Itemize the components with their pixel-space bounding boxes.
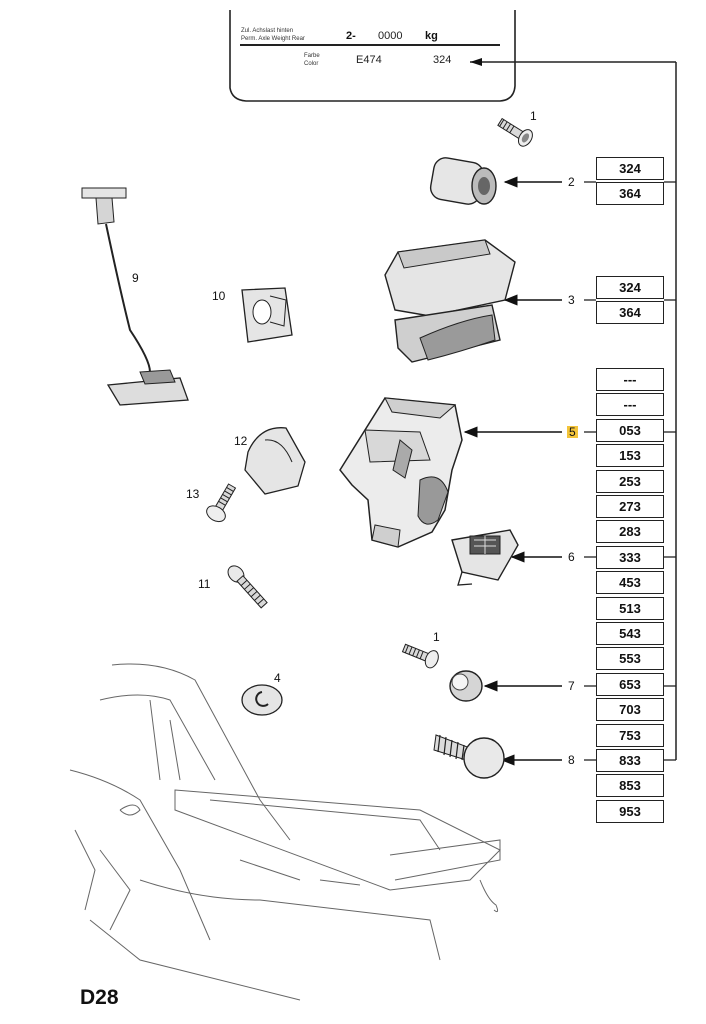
part-7-plug [449,670,483,702]
paint-plate-outline [229,10,516,102]
callout-11: 11 [198,577,211,591]
part-5-holder [339,397,463,548]
part-1-screw [497,117,533,147]
paint-code-cell: 453 [596,571,664,595]
paint-code-cell: --- [596,368,664,391]
callout-4: 4 [274,671,281,685]
paint-code-cell: 153 [596,444,664,468]
paint-code-cell: 053 [596,418,664,442]
part-3-cover [384,239,516,363]
paint-code-cell: 364 [596,301,664,325]
paint-code-cell: 364 [596,182,664,206]
sheet-label: D28 [80,986,119,1009]
callout-10: 10 [212,289,226,303]
paint-code-cell: 513 [596,596,664,620]
callout-3: 3 [568,293,575,307]
paint-code-cell: 543 [596,622,664,645]
plate-line1: Zul. Achslast hinten [241,28,294,34]
trunk-illustration [69,663,501,1001]
callout-13: 13 [186,487,200,501]
part-13-screw [206,483,237,523]
paint-code-cell: 253 [596,469,664,493]
part-6-clip [451,529,519,586]
callout-8: 8 [568,753,575,767]
paint-code-cell: 753 [596,723,664,747]
paint-code-cell: 553 [596,647,664,671]
plate-weight-value: 0000 [378,30,403,42]
paint-code-cell: 833 [596,749,664,772]
callout-12: 12 [234,434,248,448]
plate-paint-number: 324 [433,54,452,66]
plate-weight-unit: kg [425,30,438,42]
callout-1-lower: 1 [433,630,440,644]
paint-code-cell: 324 [596,157,664,180]
callout-5: 5 [567,425,578,439]
plate-weight-prefix: 2- [346,30,356,42]
paint-code-cell: 333 [596,545,664,569]
paint-code-cell: --- [596,393,664,417]
part-8-rivet [433,734,505,779]
callout-7: 7 [568,679,575,693]
paint-code-cell: 703 [596,698,664,722]
callout-6: 6 [568,550,575,564]
part-9-cable [81,187,189,406]
paint-code-cell: 953 [596,799,664,823]
plate-farbe-label: Farbe [304,53,320,59]
part-11-screw [227,565,268,609]
paint-code-cell: 283 [596,520,664,544]
callout-1-top: 1 [530,109,537,123]
callout-2: 2 [568,175,575,189]
plate-color-label: Color [304,61,319,67]
part-2-bushing [429,157,497,205]
callout-9: 9 [132,271,139,285]
plate-paint-code: E474 [356,54,382,66]
part-10-clip [241,287,293,343]
paint-code-cell: 653 [596,672,664,696]
part-1-screw-lower [401,643,439,669]
paint-code-cell: 273 [596,495,664,518]
plate-line2: Perm. Axle Weight Rear [241,36,305,42]
paint-code-cell: 853 [596,774,664,798]
part-4-grommet [241,684,283,716]
part-12-bracket [244,427,306,495]
paint-code-cell: 324 [596,276,664,299]
